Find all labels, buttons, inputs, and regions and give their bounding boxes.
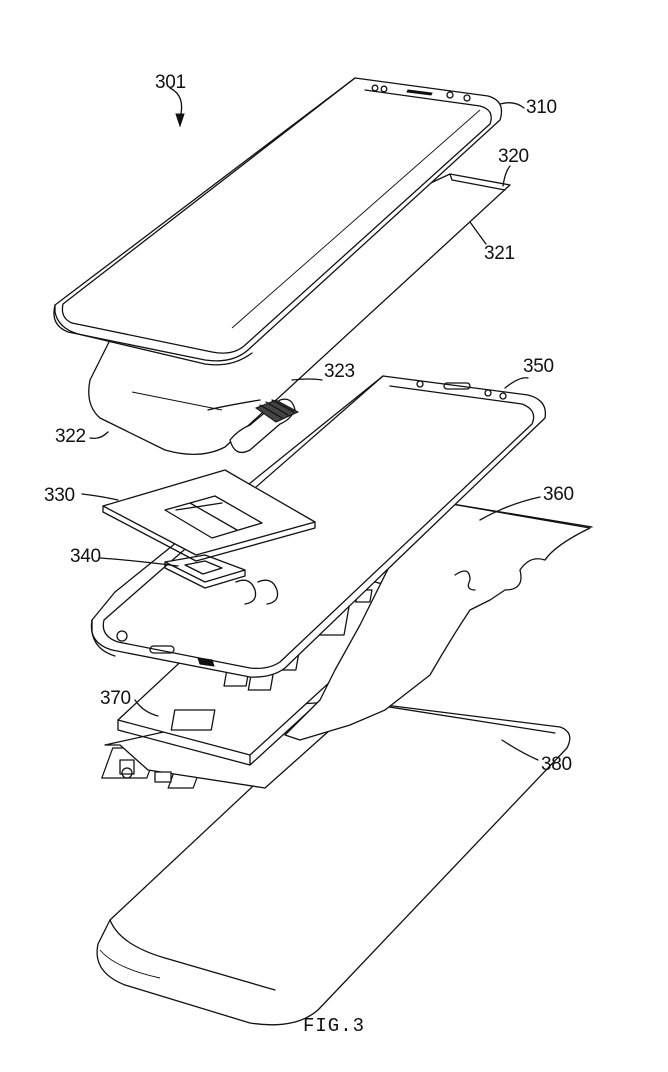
label-301: 301 — [155, 72, 186, 93]
display-panel-320 — [88, 173, 511, 455]
label-350: 350 — [523, 356, 554, 377]
label-340: 340 — [70, 546, 101, 567]
label-380: 380 — [541, 754, 572, 775]
support-plate-330 — [102, 469, 316, 562]
front-plate-310 — [53, 77, 503, 366]
reference-labels: 301 310 320 321 322 323 330 340 350 360 … — [44, 72, 574, 775]
fingerprint-sensor-340 — [164, 554, 246, 589]
label-320: 320 — [498, 146, 529, 167]
figure-caption: FIG.3 — [302, 1015, 365, 1037]
label-322: 322 — [55, 426, 86, 447]
label-321: 321 — [484, 243, 515, 264]
label-330: 330 — [44, 485, 75, 506]
frame-350 — [90, 375, 547, 678]
label-370: 370 — [100, 688, 131, 709]
label-360: 360 — [543, 484, 574, 505]
leader-lines — [81, 87, 541, 761]
label-310: 310 — [526, 97, 557, 118]
label-323: 323 — [324, 361, 355, 382]
